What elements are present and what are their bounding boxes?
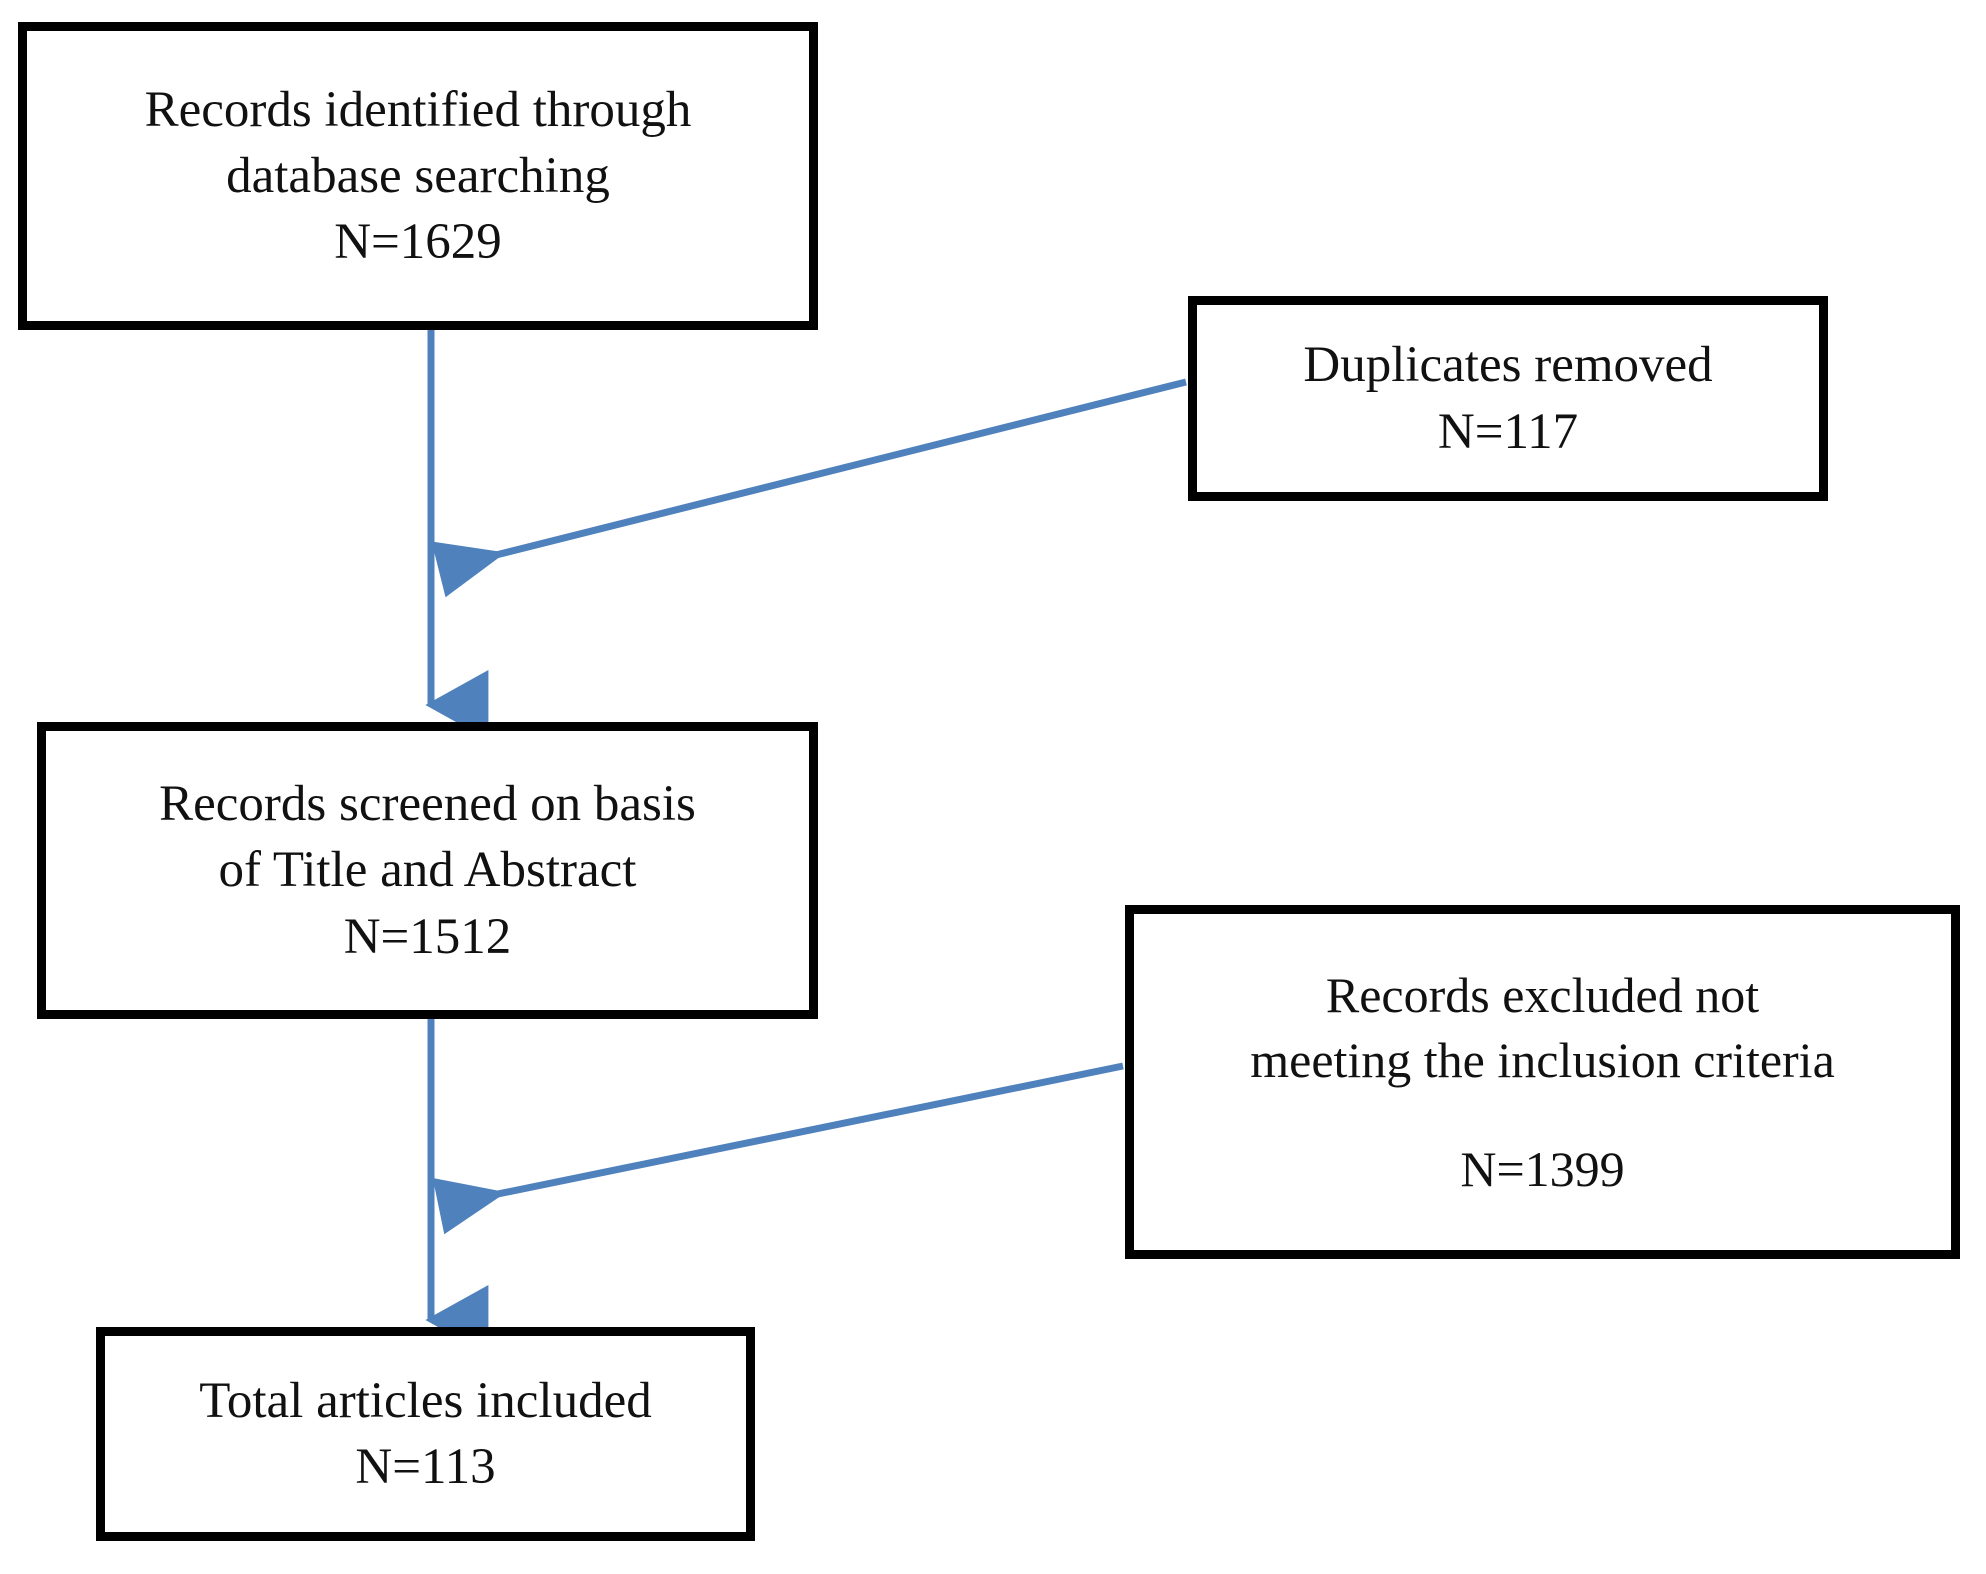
node-duplicates-removed: Duplicates removed N=117 bbox=[1188, 296, 1828, 501]
node-identified-line-1: Records identified through bbox=[144, 81, 692, 138]
node-excluded-count: N=1399 bbox=[1460, 1140, 1625, 1197]
edge-excluded-to-flow bbox=[432, 1062, 1124, 1235]
node-screened-line-2: of Title and Abstract bbox=[218, 842, 637, 899]
node-identified-line-2: database searching bbox=[226, 147, 610, 204]
node-included-count: N=113 bbox=[355, 1439, 496, 1495]
node-excluded-line-2: meeting the inclusion criteria bbox=[1250, 1031, 1835, 1088]
node-screened-line-1: Records screened on basis bbox=[159, 776, 696, 833]
node-duplicates-line-1: Duplicates removed bbox=[1303, 337, 1713, 394]
node-excluded-line-1: Records excluded not bbox=[1325, 966, 1760, 1023]
node-records-excluded: Records excluded not meeting the inclusi… bbox=[1125, 905, 1960, 1259]
node-records-identified: Records identified through database sear… bbox=[18, 22, 818, 330]
edge-duplicates-to-flow bbox=[431, 378, 1187, 598]
node-total-articles-included: Total articles included N=113 bbox=[96, 1327, 755, 1541]
node-records-screened: Records screened on basis of Title and A… bbox=[37, 722, 818, 1019]
node-included-line-1: Total articles included bbox=[199, 1372, 652, 1429]
node-identified-count: N=1629 bbox=[334, 214, 502, 271]
node-screened-count: N=1512 bbox=[343, 908, 512, 965]
node-duplicates-count: N=117 bbox=[1437, 403, 1579, 460]
